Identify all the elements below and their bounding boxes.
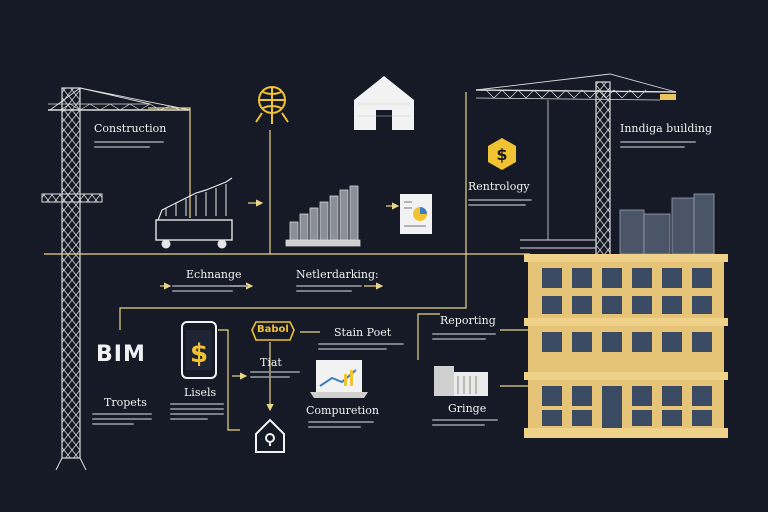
right-crane xyxy=(475,73,677,258)
label-projects-subtext xyxy=(92,410,152,428)
dollar-hexagon-icon: $ xyxy=(488,138,516,170)
left-crane xyxy=(41,87,191,471)
label-networking-subtext xyxy=(296,282,362,300)
label-rentrology: Rentrology xyxy=(468,180,530,193)
label-composition-subtext xyxy=(308,418,374,436)
label-rentrology-subtext xyxy=(468,196,532,214)
label-exchange-subtext xyxy=(172,282,248,300)
label-start-post-subtext xyxy=(318,340,404,358)
label-networking: Netlerdarking: xyxy=(296,268,379,281)
label-start-post: Stain Poet xyxy=(334,326,392,339)
label-bim: BIM xyxy=(96,342,146,367)
label-main-building-subtext xyxy=(620,138,696,156)
svg-text:$: $ xyxy=(496,145,507,164)
ramp-cart-illustration xyxy=(155,177,233,249)
office-building-icon xyxy=(619,193,715,255)
label-main-building: Inndiga building xyxy=(620,122,713,135)
label-garage: Gringe xyxy=(448,402,487,415)
label-badge: Babol xyxy=(257,324,289,335)
main-building xyxy=(524,254,728,438)
label-garage-subtext xyxy=(432,416,498,434)
label-trust: Tiat xyxy=(260,356,282,369)
badge-icon xyxy=(251,321,295,341)
label-projects: Tropets xyxy=(104,396,147,409)
lock-house-icon xyxy=(255,418,285,453)
label-construction-subtext xyxy=(94,138,164,156)
warehouse-icon xyxy=(434,366,488,396)
label-exchange: Echnange xyxy=(186,268,242,281)
laptop-chart-icon xyxy=(310,360,368,398)
svg-text:$: $ xyxy=(190,339,208,369)
label-construction: Construction xyxy=(94,122,167,135)
label-reporting-subtext xyxy=(432,330,496,348)
label-leads-subtext xyxy=(170,400,224,420)
label-composition: Compuretion xyxy=(306,404,380,417)
label-trust-subtext xyxy=(250,368,300,386)
connector-lines xyxy=(44,92,530,431)
house-icon xyxy=(354,76,414,130)
bar-chart-illustration xyxy=(285,185,361,247)
pie-document-icon xyxy=(400,194,432,234)
phone-dollar-icon: $ xyxy=(181,321,217,379)
globe-icon xyxy=(255,86,289,124)
label-leads: Lisels xyxy=(184,386,217,399)
label-reporting: Reporting xyxy=(440,314,496,327)
